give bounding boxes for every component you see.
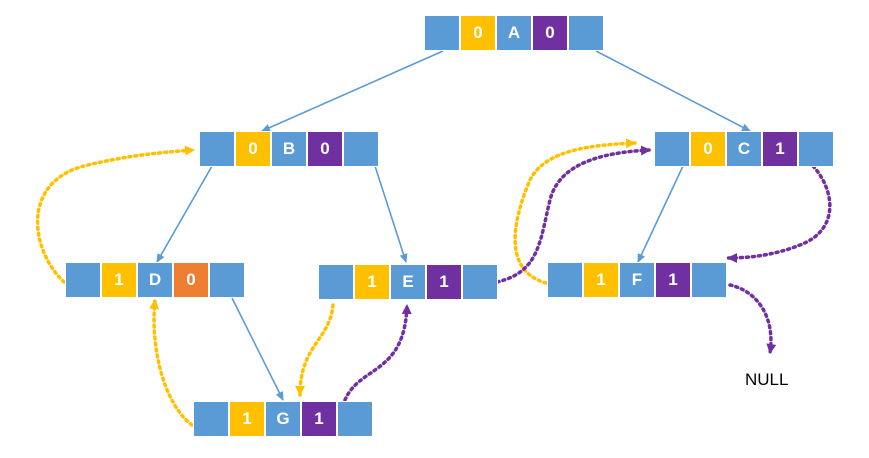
left-pointer-cell <box>199 131 235 167</box>
right-pointer-cell <box>337 401 373 437</box>
thread-c-to-f <box>726 164 832 263</box>
data-cell: D <box>137 262 173 298</box>
right-pointer-cell <box>798 131 834 167</box>
data-cell: G <box>265 401 301 437</box>
left-pointer-cell <box>318 264 354 300</box>
ltag-cell: 1 <box>354 264 390 300</box>
ltag-cell: 0 <box>235 131 271 167</box>
right-pointer-cell <box>209 262 245 298</box>
edge-a-c <box>595 50 751 132</box>
node-b: 0 B 0 <box>199 131 379 167</box>
thread-g-to-e <box>343 303 412 402</box>
rtag-cell: 1 <box>301 401 337 437</box>
rtag-cell: 1 <box>426 264 462 300</box>
edge-b-d <box>156 165 213 263</box>
node-e: 1 E 1 <box>318 264 498 300</box>
ltag-cell: 1 <box>583 262 619 298</box>
ltag-cell: 0 <box>690 131 726 167</box>
thread-e-to-g <box>295 303 335 397</box>
left-pointer-cell <box>193 401 229 437</box>
thread-f-to-null <box>728 283 777 355</box>
node-f: 1 F 1 <box>547 262 727 298</box>
right-pointer-cell <box>343 131 379 167</box>
data-cell: E <box>390 264 426 300</box>
ltag-cell: 0 <box>460 15 496 51</box>
left-pointer-cell <box>424 15 460 51</box>
node-d: 1 D 0 <box>65 262 245 298</box>
node-a: 0 A 0 <box>424 15 604 51</box>
right-pointer-cell <box>462 264 498 300</box>
left-pointer-cell <box>65 262 101 298</box>
data-cell: F <box>619 262 655 298</box>
rtag-cell: 0 <box>173 262 209 298</box>
node-c: 0 C 1 <box>654 131 834 167</box>
left-pointer-cell <box>547 262 583 298</box>
data-cell: A <box>496 15 532 51</box>
thread-g-to-d <box>149 298 194 427</box>
rtag-cell: 0 <box>532 15 568 51</box>
ltag-cell: 1 <box>229 401 265 437</box>
data-cell: C <box>726 131 762 167</box>
null-label: NULL <box>745 370 789 389</box>
edge-c-f <box>637 165 684 263</box>
rtag-cell: 0 <box>307 131 343 167</box>
thread-f-to-c <box>513 138 637 285</box>
thread-e-to-c <box>495 145 652 284</box>
ltag-cell: 1 <box>101 262 137 298</box>
data-cell: B <box>271 131 307 167</box>
left-pointer-cell <box>654 131 690 167</box>
edge-d-g <box>231 297 284 401</box>
thread-d-to-b <box>36 145 196 284</box>
edge-a-b <box>261 50 444 132</box>
rtag-cell: 1 <box>655 262 691 298</box>
node-g: 1 G 1 <box>193 401 373 437</box>
right-pointer-cell <box>691 262 727 298</box>
right-pointer-cell <box>568 15 604 51</box>
edge-b-e <box>374 165 408 263</box>
rtag-cell: 1 <box>762 131 798 167</box>
